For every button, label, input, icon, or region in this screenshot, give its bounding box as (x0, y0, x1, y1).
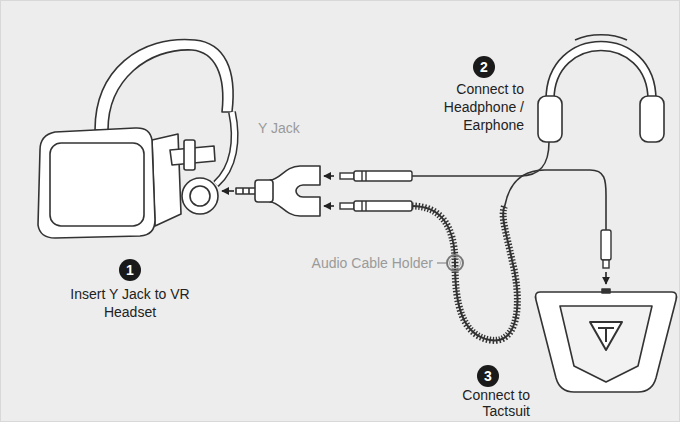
part-name: Y Jack (258, 119, 300, 137)
leader-line (437, 262, 446, 263)
cable-holder (447, 255, 463, 271)
tactsuit-unit (536, 289, 677, 392)
tactsuit-cable (505, 170, 606, 252)
headphone-cable (412, 142, 549, 176)
step-instruction: Connect to Headphone / Earphone (432, 80, 524, 134)
step-instruction: Insert Y Jack to VR Headset (68, 285, 192, 321)
cable-holder (450, 258, 461, 269)
audio-plug (601, 230, 611, 268)
coil-windings (412, 205, 517, 340)
y-jack (236, 166, 320, 216)
callout-number: 1 (119, 259, 141, 281)
callout-number: 3 (477, 365, 499, 387)
insert-arrow (222, 190, 234, 192)
audio-plug (340, 171, 412, 211)
part-name: Audio Cable Holder (312, 254, 433, 272)
vr-headset (38, 40, 235, 238)
coiled-cable (412, 205, 517, 340)
plug-arrow (324, 205, 334, 207)
plug-arrow (605, 272, 607, 284)
headphones (538, 35, 664, 142)
callout-number: 2 (473, 56, 495, 78)
step-instruction: Connect to Tactsuit (446, 387, 530, 419)
plug-arrow (324, 175, 334, 177)
